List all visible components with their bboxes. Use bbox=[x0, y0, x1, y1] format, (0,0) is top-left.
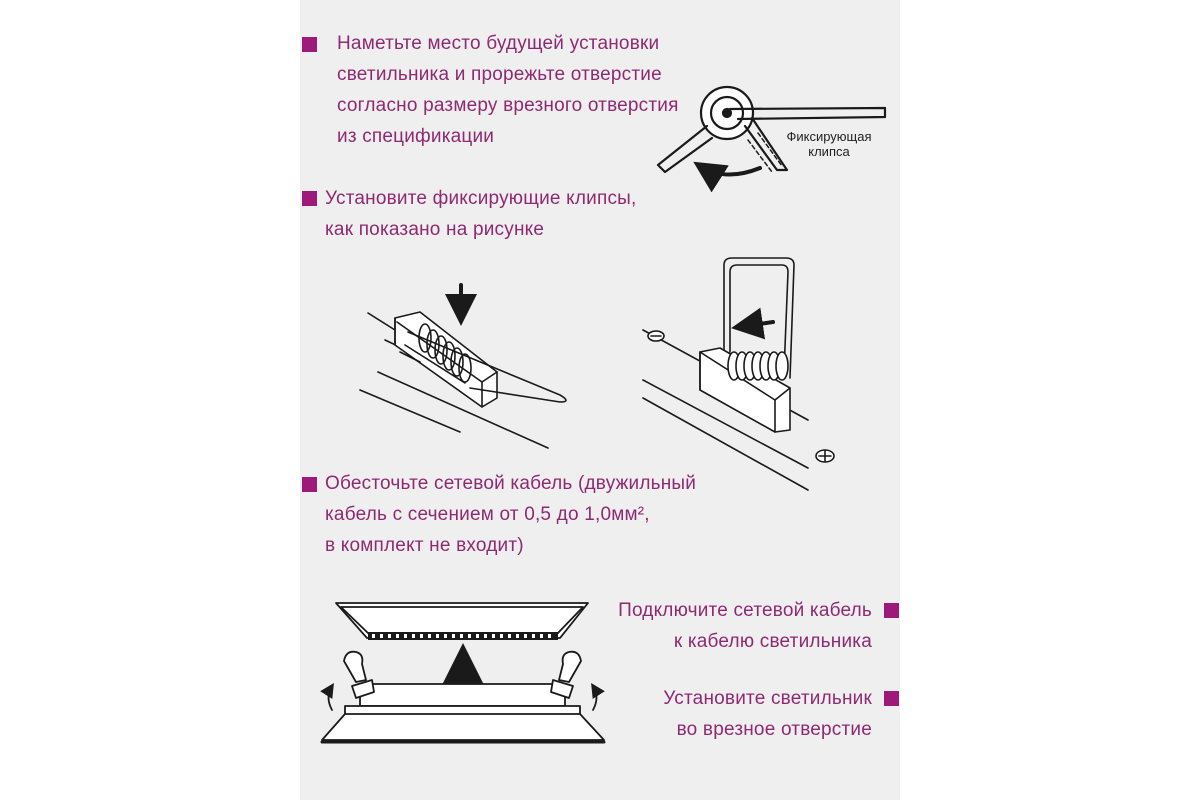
instruction-panel bbox=[300, 0, 900, 800]
step-3-line-1: Обесточьте сетевой кабель (двужильный bbox=[325, 473, 697, 494]
step-3-line-2: кабель с сечением от 0,5 до 1,0мм², bbox=[325, 504, 650, 525]
clip-caption-line-1: Фиксирующая bbox=[786, 129, 872, 144]
spring-coils bbox=[727, 351, 789, 381]
step-3-line-3: в комплект не входит) bbox=[325, 535, 524, 556]
step-4-line-2: к кабелю светильника bbox=[673, 631, 872, 652]
step-2-line-1: Установите фиксирующие клипсы, bbox=[325, 188, 637, 209]
step-2-line-2: как показано на рисунке bbox=[325, 219, 545, 240]
step-5-text: Установите светильник во врезное отверст… bbox=[663, 683, 872, 745]
luminaire-install-diagram bbox=[320, 602, 606, 744]
bullet-marker bbox=[302, 37, 317, 52]
step-1-line-1: Наметьте место будущей установки bbox=[337, 33, 660, 54]
step-1-text: Наметьте место будущей установки светиль… bbox=[337, 28, 679, 152]
step-4-line-1: Подключите сетевой кабель bbox=[618, 600, 872, 621]
spring-coils bbox=[418, 323, 472, 383]
clip-diagram bbox=[656, 85, 887, 193]
step-5-line-2: во врезное отверстие bbox=[676, 719, 872, 740]
led-strip-dots bbox=[372, 634, 551, 638]
step-4-text: Подключите сетевой кабель к кабелю свети… bbox=[618, 595, 872, 657]
bullet-marker bbox=[884, 691, 899, 706]
spring-clip-left-diagram bbox=[359, 283, 567, 449]
step-1-line-3: согласно размеру врезного отверстия bbox=[337, 95, 679, 116]
step-5-line-1: Установите светильник bbox=[663, 688, 872, 709]
clip-caption-line-2: клипса bbox=[808, 144, 850, 159]
bullet-marker bbox=[302, 191, 317, 206]
step-3-text: Обесточьте сетевой кабель (двужильный ка… bbox=[325, 468, 696, 561]
step-2-text: Установите фиксирующие клипсы, как показ… bbox=[325, 183, 636, 245]
step-1-line-2: светильника и прорежьте отверстие bbox=[337, 64, 662, 85]
clip-caption: Фиксирующая клипса bbox=[774, 129, 884, 159]
step-1-line-4: из спецификации bbox=[337, 126, 495, 147]
bullet-marker bbox=[884, 603, 899, 618]
bullet-marker bbox=[302, 477, 317, 492]
spring-clip-right-diagram bbox=[642, 257, 835, 491]
